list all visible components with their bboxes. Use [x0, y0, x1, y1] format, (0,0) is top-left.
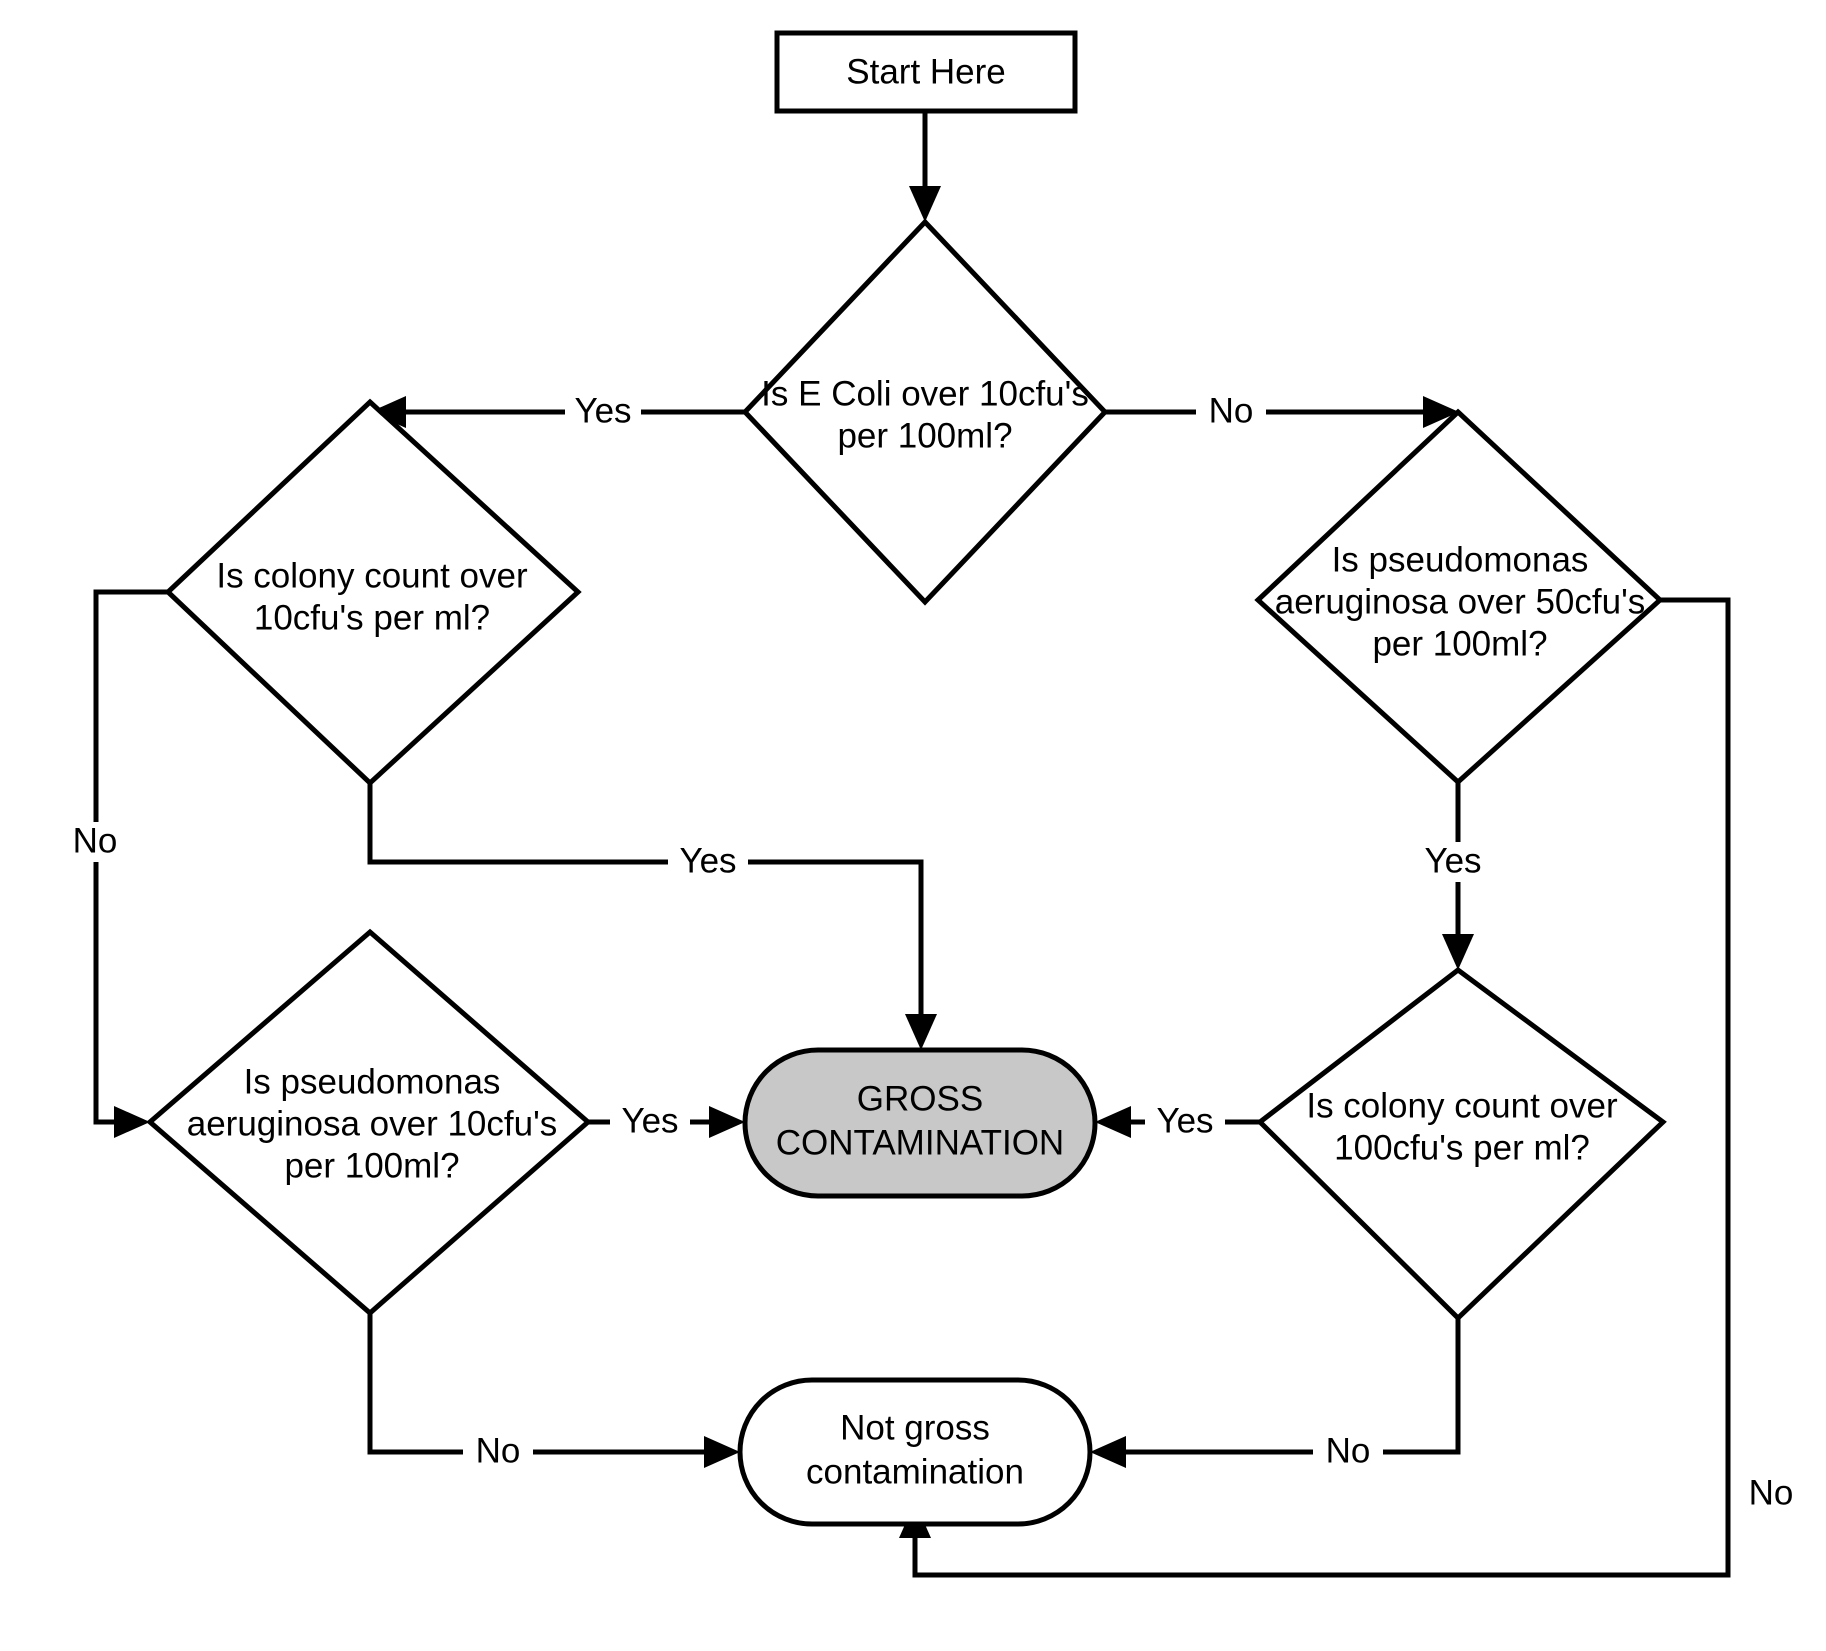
node-colony10-line1: Is colony count over — [216, 556, 528, 595]
node-ecoli-line1: Is E Coli over 10cfu's — [761, 374, 1089, 413]
edge-label-ecoli-no: No — [1209, 391, 1254, 430]
node-ecoli-line2: per 100ml? — [837, 416, 1012, 455]
edge-line — [367, 1313, 718, 1455]
edge-label-colony10-no: No — [73, 821, 118, 860]
edge-pseudo10-no: No — [367, 1313, 740, 1472]
edge-colony10-yes: Yes — [367, 783, 937, 1050]
arrow-head-icon — [1423, 396, 1459, 428]
node-start-label: Start Here — [846, 52, 1006, 91]
edge-label-colony100-no: No — [1326, 1431, 1371, 1470]
node-colony10-shape[interactable] — [164, 398, 582, 787]
edge-label-ecoli-yes: Yes — [574, 391, 631, 430]
edge-colony100-yes: Yes — [1095, 1101, 1260, 1142]
edge-label-backdrop — [1145, 1102, 1225, 1142]
arrow-head-icon — [909, 186, 941, 222]
edge-start-to-ecoli — [909, 110, 941, 222]
edge-label-backdrop — [565, 392, 641, 432]
edge-label-pseudo10-no: No — [476, 1431, 521, 1470]
node-pseudo10-line3: per 100ml? — [284, 1146, 459, 1185]
node-pseudo50[interactable]: Is pseudomonas aeruginosa over 50cfu's p… — [1254, 408, 1664, 786]
edge-label-backdrop — [1196, 392, 1266, 432]
arrow-head-icon — [704, 1436, 740, 1468]
arrow-head-icon — [1442, 934, 1474, 970]
edge-colony10-no: No — [58, 589, 168, 1138]
node-start[interactable]: Start Here — [774, 30, 1078, 114]
edge-label-colony10-yes: Yes — [679, 841, 736, 880]
edge-pseudo50-no: No — [899, 597, 1806, 1578]
node-gross-shape[interactable] — [742, 1047, 1098, 1199]
edge-label-pseudo50-yes: Yes — [1424, 841, 1481, 880]
node-notgross-shape[interactable] — [737, 1377, 1093, 1527]
edge-ecoli-no: No — [1105, 391, 1459, 432]
node-pseudo50-line2: aeruginosa over 50cfu's — [1275, 582, 1646, 621]
node-pseudo10-line1: Is pseudomonas — [244, 1062, 501, 1101]
edge-label-pseudo10-yes: Yes — [621, 1101, 678, 1140]
node-ecoli[interactable]: Is E Coli over 10cfu's per 100ml? — [741, 218, 1109, 606]
arrow-head-icon — [905, 1014, 937, 1050]
edge-colony100-no: No — [1090, 1318, 1461, 1472]
node-colony100[interactable]: Is colony count over 100cfu's per ml? — [1256, 966, 1667, 1322]
edge-pseudo50-yes: Yes — [1413, 782, 1493, 970]
node-pseudo50-line1: Is pseudomonas — [1332, 540, 1589, 579]
edge-label-backdrop — [1413, 842, 1493, 882]
node-notgross-line2: contamination — [806, 1452, 1024, 1491]
edge-label-colony100-yes: Yes — [1156, 1101, 1213, 1140]
arrow-head-icon — [1095, 1106, 1131, 1138]
edge-label-pseudo50-no: No — [1749, 1473, 1794, 1512]
node-pseudo50-shape[interactable] — [1254, 408, 1664, 786]
node-pseudo50-line3: per 100ml? — [1372, 624, 1547, 663]
edge-line — [912, 597, 1731, 1578]
node-colony100-line2: 100cfu's per ml? — [1334, 1128, 1590, 1167]
node-ecoli-shape[interactable] — [741, 218, 1109, 606]
arrow-head-icon — [114, 1106, 150, 1138]
edge-label-backdrop — [610, 1102, 690, 1142]
arrow-head-icon — [1090, 1436, 1126, 1468]
arrow-head-icon — [709, 1106, 745, 1138]
edge-label-backdrop — [668, 842, 748, 882]
node-colony10-line2: 10cfu's per ml? — [254, 598, 490, 637]
edge-ecoli-yes: Yes — [370, 391, 745, 432]
node-notgross[interactable]: Not gross contamination — [737, 1377, 1093, 1527]
node-colony100-shape[interactable] — [1256, 966, 1667, 1322]
node-notgross-line1: Not gross — [840, 1408, 990, 1447]
edge-label-backdrop — [58, 822, 128, 862]
node-gross-line2: CONTAMINATION — [776, 1123, 1064, 1162]
edge-label-backdrop — [1313, 1432, 1383, 1472]
node-pseudo10[interactable]: Is pseudomonas aeruginosa over 10cfu's p… — [146, 928, 592, 1317]
edge-label-backdrop — [463, 1432, 533, 1472]
edge-line — [1112, 1318, 1461, 1455]
node-pseudo10-line2: aeruginosa over 10cfu's — [187, 1104, 558, 1143]
node-pseudo10-shape[interactable] — [146, 928, 592, 1317]
edge-label-backdrop — [1736, 1474, 1806, 1514]
node-gross[interactable]: GROSS CONTAMINATION — [742, 1047, 1098, 1199]
edge-line — [367, 783, 924, 1028]
node-colony100-line1: Is colony count over — [1306, 1086, 1618, 1125]
node-colony10[interactable]: Is colony count over 10cfu's per ml? — [164, 398, 582, 787]
node-start-shape[interactable] — [774, 30, 1078, 114]
arrow-head-icon — [370, 396, 406, 428]
node-gross-line1: GROSS — [857, 1079, 983, 1118]
edge-pseudo10-yes: Yes — [588, 1101, 745, 1142]
